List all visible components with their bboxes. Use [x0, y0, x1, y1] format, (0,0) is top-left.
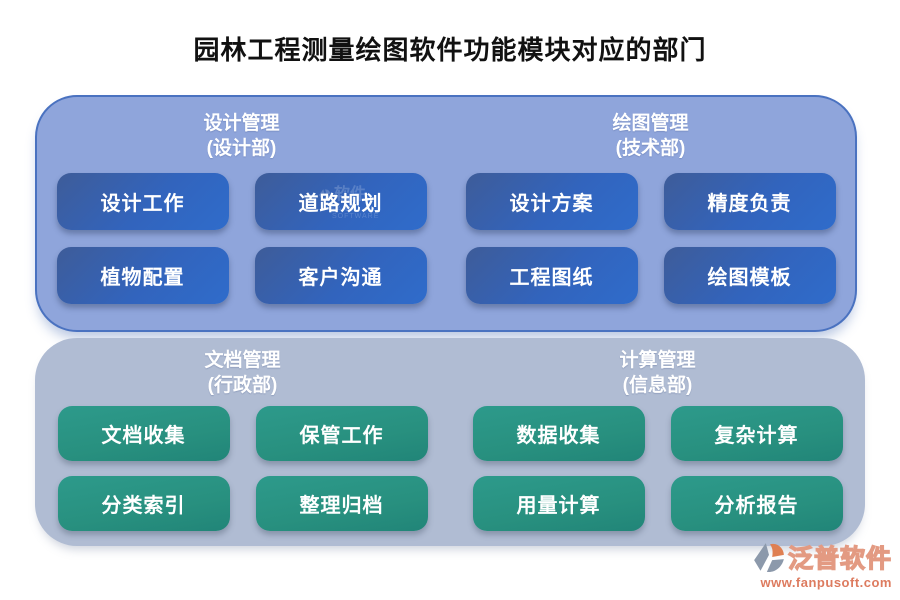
- section-department: (行政部): [207, 375, 278, 396]
- module-button[interactable]: 设计工作: [56, 173, 229, 230]
- button-grid: 设计工作 道路规划 植物配置 客户沟通: [56, 173, 427, 304]
- section-department: (设计部): [206, 138, 277, 159]
- module-button[interactable]: 客户沟通: [254, 247, 427, 304]
- button-grid: 设计方案 精度负责 工程图纸 绘图模板: [465, 173, 836, 304]
- button-grid: 文档收集 保管工作 分类索引 整理归档: [57, 406, 428, 531]
- module-button[interactable]: 精度负责: [663, 173, 836, 230]
- fanpu-logo-icon: [754, 543, 784, 572]
- module-button[interactable]: 文档收集: [57, 406, 230, 461]
- section-header: 绘图管理 (技术部): [612, 111, 688, 161]
- section-header: 文档管理 (行政部): [204, 348, 280, 398]
- section-department: (技术部): [615, 138, 686, 159]
- brand-url[interactable]: www.fanpusoft.com: [760, 575, 892, 590]
- section-title: 设计管理: [203, 113, 280, 134]
- section-calculation-management: 计算管理 (信息部) 数据收集 复杂计算 用量计算 分析报告: [450, 338, 865, 546]
- module-button[interactable]: 绘图模板: [663, 247, 836, 304]
- section-header: 计算管理 (信息部): [619, 348, 695, 398]
- panel-design-drawing: 设计管理 (设计部) 设计工作 道路规划 植物配置 客户沟通 绘图管理 (技术部…: [35, 95, 857, 332]
- module-button[interactable]: 用量计算: [472, 476, 645, 531]
- module-button[interactable]: 复杂计算: [670, 406, 843, 461]
- module-button[interactable]: 工程图纸: [465, 247, 638, 304]
- module-button[interactable]: 设计方案: [465, 173, 638, 230]
- module-button[interactable]: 保管工作: [255, 406, 428, 461]
- section-title: 计算管理: [619, 350, 696, 371]
- section-design-management: 设计管理 (设计部) 设计工作 道路规划 植物配置 客户沟通: [37, 97, 446, 330]
- section-drawing-management: 绘图管理 (技术部) 设计方案 精度负责 工程图纸 绘图模板: [446, 97, 855, 330]
- module-button[interactable]: 分析报告: [670, 476, 843, 531]
- module-button[interactable]: 数据收集: [472, 406, 645, 461]
- module-button[interactable]: 植物配置: [56, 247, 229, 304]
- page-title: 园林工程测量绘图软件功能模块对应的部门: [193, 35, 707, 65]
- footer-brand: 泛普软件 www.fanpusoft.com: [752, 539, 892, 590]
- section-document-management: 文档管理 (行政部) 文档收集 保管工作 分类索引 整理归档: [35, 338, 450, 546]
- module-button[interactable]: 分类索引: [57, 476, 230, 531]
- section-title: 绘图管理: [612, 113, 689, 134]
- button-grid: 数据收集 复杂计算 用量计算 分析报告: [472, 406, 843, 531]
- brand-name: 泛普软件: [787, 544, 892, 573]
- module-button[interactable]: 整理归档: [255, 476, 428, 531]
- section-header: 设计管理 (设计部): [203, 111, 279, 161]
- section-title: 文档管理: [204, 350, 281, 371]
- section-department: (信息部): [622, 375, 693, 396]
- module-button[interactable]: 道路规划: [254, 173, 427, 230]
- panel-document-calculation: 文档管理 (行政部) 文档收集 保管工作 分类索引 整理归档 计算管理 (信息部…: [35, 338, 865, 546]
